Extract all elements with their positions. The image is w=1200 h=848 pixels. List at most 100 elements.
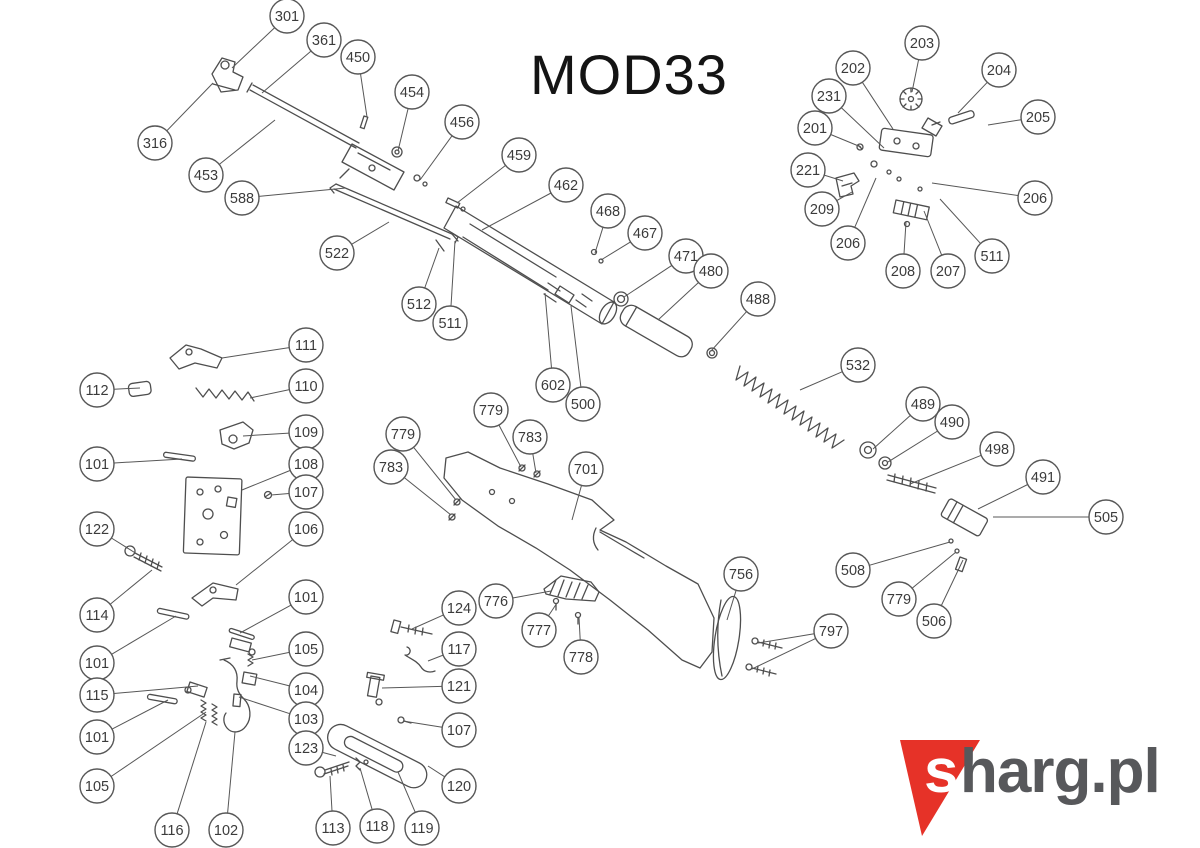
svg-text:779: 779 [391,427,415,443]
callout-119: 119 [397,771,440,846]
callout-105: 105 [251,631,324,667]
callout-467: 467 [600,215,663,261]
svg-text:500: 500 [571,397,595,413]
svg-text:797: 797 [819,624,843,640]
callout-207: 207 [923,210,966,289]
callout-532: 532 [799,347,876,391]
svg-text:779: 779 [479,403,503,419]
svg-text:701: 701 [574,462,598,478]
svg-text:498: 498 [985,442,1009,458]
rear-sight-drawing [835,87,975,228]
svg-text:301: 301 [275,9,299,25]
callout-459: 459 [456,137,537,204]
trigger-guard-drawing [314,723,428,789]
callout-506: 506 [916,559,964,639]
callout-106: 106 [235,511,324,586]
callout-701: 701 [568,451,604,521]
svg-text:101: 101 [294,590,318,606]
svg-text:453: 453 [194,168,218,184]
svg-text:206: 206 [836,236,860,252]
callout-779: 779 [385,416,457,501]
callout-101: 101 [79,446,183,482]
callout-450: 450 [340,39,376,118]
callout-301: 301 [231,0,305,69]
piston-group-drawing [859,441,989,573]
svg-text:450: 450 [346,50,370,66]
callout-490: 490 [887,404,970,463]
svg-text:206: 206 [1023,191,1047,207]
callout-797: 797 [751,613,849,670]
callout-779: 779 [881,551,957,617]
logo-text-s: s [924,737,959,806]
svg-text:316: 316 [143,136,167,152]
shroud-drawing [613,291,718,359]
callout-201: 201 [797,110,862,148]
callout-508: 508 [835,541,951,588]
callout-511: 511 [939,198,1010,274]
callout-756: 756 [723,556,759,621]
callout-115: 115 [79,677,199,713]
callout-117: 117 [427,631,477,667]
svg-text:103: 103 [294,712,318,728]
callout-109: 109 [242,414,324,450]
svg-text:532: 532 [846,358,870,374]
callout-316: 316 [137,82,214,161]
callout-778: 778 [563,616,599,675]
svg-text:522: 522 [325,246,349,262]
callout-112: 112 [79,372,141,408]
svg-text:756: 756 [729,567,753,583]
butt-screws [745,637,783,677]
callout-491: 491 [977,459,1061,510]
callout-602: 602 [535,292,571,403]
svg-text:221: 221 [796,163,820,179]
callout-361: 361 [261,22,342,94]
callout-498: 498 [909,431,1015,485]
callout-118: 118 [359,767,395,844]
front-sight-drawing [211,57,244,93]
callout-208: 208 [885,221,921,289]
svg-text:776: 776 [484,594,508,610]
receiver-tube-drawing [435,205,618,325]
callout-779: 779 [473,392,522,468]
callout-783: 783 [373,449,452,516]
trigger-group-drawing [124,344,273,733]
callout-489: 489 [872,386,941,450]
stock-drawing [443,451,715,669]
callout-221: 221 [790,152,844,188]
svg-text:459: 459 [507,148,531,164]
svg-text:511: 511 [438,316,461,332]
svg-text:106: 106 [294,522,318,538]
callout-124: 124 [411,590,477,630]
callout-203: 203 [904,25,940,93]
svg-text:112: 112 [85,383,108,399]
svg-text:462: 462 [554,178,578,194]
svg-text:506: 506 [922,614,946,630]
svg-text:508: 508 [841,563,865,579]
callout-209: 209 [804,191,853,227]
callout-468: 468 [590,193,626,254]
svg-text:490: 490 [940,415,964,431]
svg-text:456: 456 [450,115,474,131]
callout-102: 102 [208,731,244,848]
callout-layer: 3013614504544564594624684674714804883164… [79,0,1124,848]
callout-202: 202 [835,50,894,130]
callout-500: 500 [565,305,601,422]
grip-handle-drawing [543,575,600,625]
svg-text:777: 777 [527,623,551,639]
svg-text:201: 201 [803,121,827,137]
callout-777: 777 [521,602,558,648]
svg-text:111: 111 [295,338,317,354]
svg-text:231: 231 [817,89,841,105]
svg-text:205: 205 [1026,110,1050,126]
svg-text:110: 110 [294,379,317,395]
callout-454: 454 [394,74,430,152]
svg-text:124: 124 [447,601,471,617]
callout-588: 588 [224,180,347,216]
svg-text:123: 123 [294,741,318,757]
svg-text:117: 117 [447,642,470,658]
sharg-logo: s harg.pl [898,735,1200,843]
callout-453: 453 [188,119,276,193]
svg-text:107: 107 [447,723,471,739]
svg-text:467: 467 [633,226,657,242]
logo-triangle-icon [900,740,980,836]
